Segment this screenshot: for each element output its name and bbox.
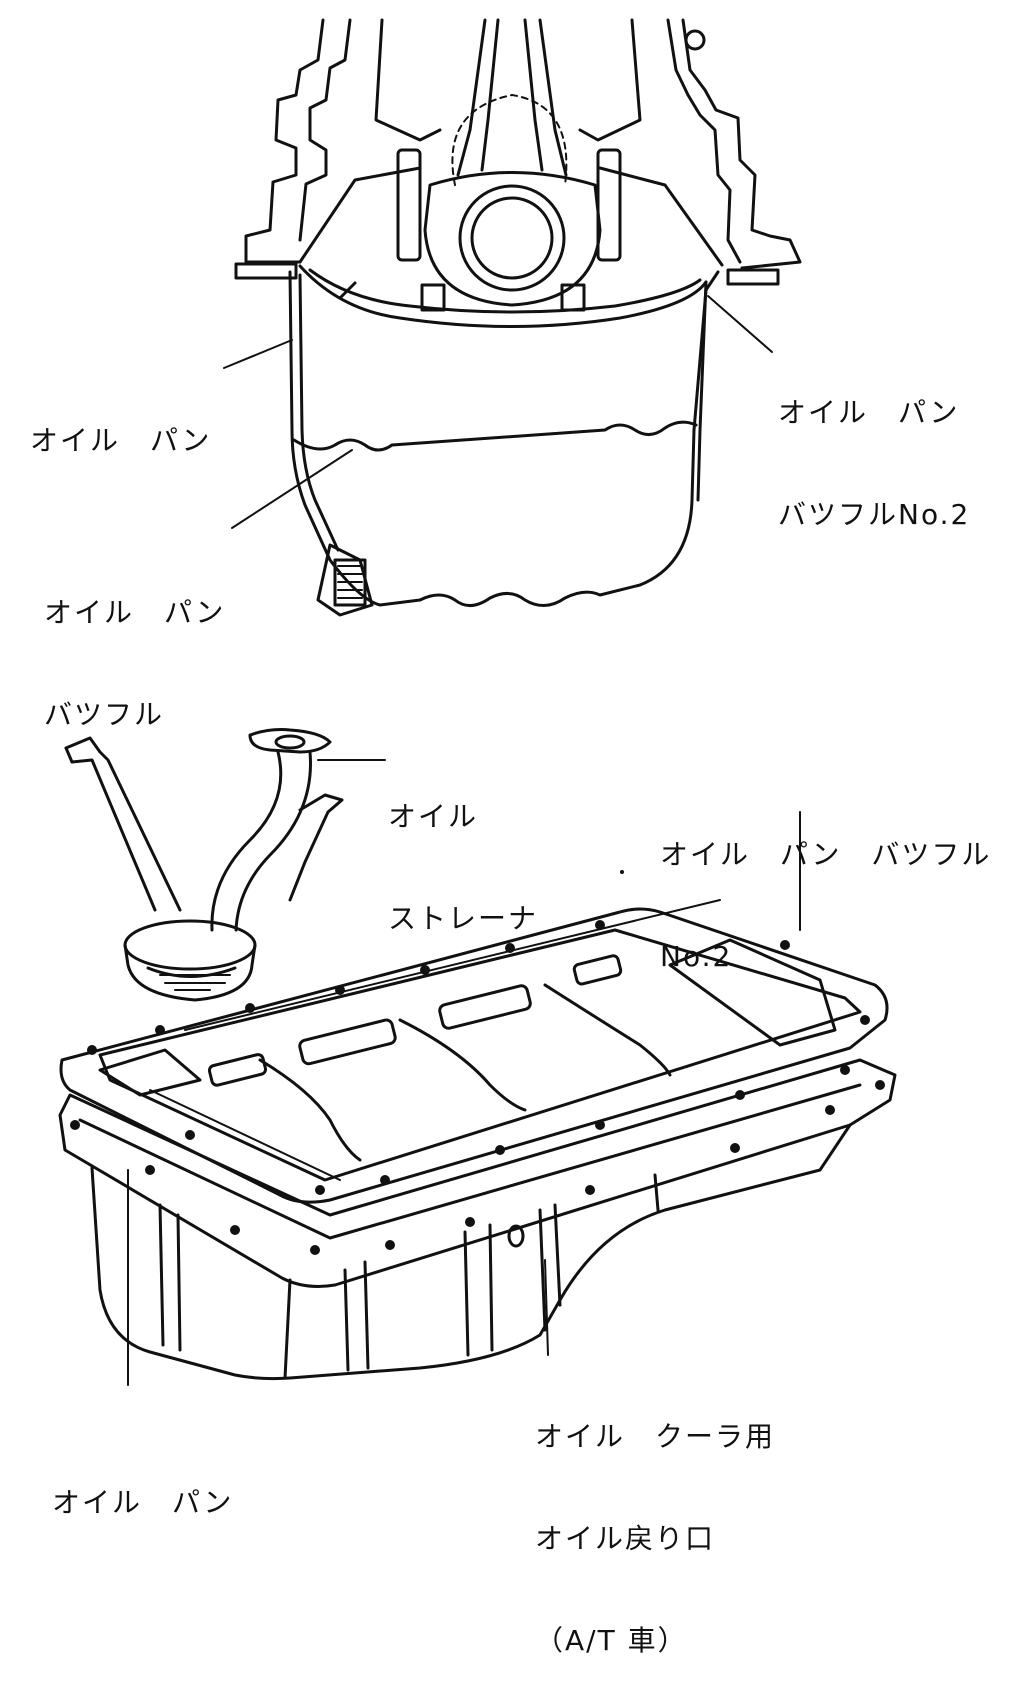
top-leader-lines [223, 295, 773, 529]
oil-pan-diagram [58, 18, 897, 1386]
label-line: オイル [388, 800, 479, 833]
engine-block-section [234, 18, 802, 312]
label-line: オイル戻り口 [535, 1522, 716, 1555]
oil-pan-section [288, 264, 720, 617]
ink-speck [620, 870, 624, 874]
label-oil-cooler-return: オイル クーラ用 オイル戻り口 （A/T 車） [535, 1352, 775, 1692]
oil-pan-baffle-plate [59, 899, 889, 1204]
label-line: オイル パン バツフル [660, 838, 992, 871]
label-line: オイル パン [44, 596, 226, 629]
label-line: オイル クーラ用 [535, 1420, 776, 1453]
label-oil-strainer: オイル ストレーナ [388, 732, 538, 970]
label-line: オイル パン [52, 1486, 234, 1519]
label-line: No.2 [660, 940, 733, 973]
label-oil-pan-top: オイル パン [30, 356, 211, 492]
bottom-leader-lines [127, 759, 801, 1386]
label-baffle-no2-top: オイル パン バツフルNo.2 [778, 328, 970, 566]
label-baffle-no2-bottom: オイル パン バツフル No.2 [660, 770, 991, 1008]
label-oil-pan-bottom: オイル パン [52, 1418, 233, 1554]
label-line: （A/T 車） [535, 1624, 688, 1657]
label-line: ストレーナ [388, 902, 539, 935]
label-baffle-top: オイル パン バツフル [44, 528, 225, 766]
label-line: バツフルNo.2 [778, 498, 971, 531]
label-line: オイル パン [30, 424, 212, 457]
oil-strainer [64, 728, 344, 1002]
label-line: オイル パン [778, 396, 960, 429]
label-line: バツフル [44, 698, 165, 731]
oil-pan-body [58, 1058, 897, 1381]
